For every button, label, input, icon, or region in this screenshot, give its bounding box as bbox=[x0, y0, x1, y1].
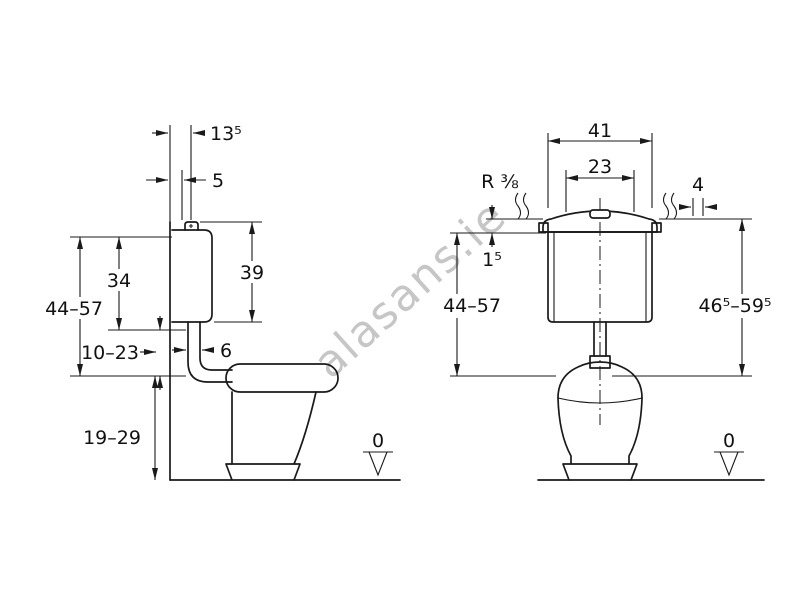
dim-install-height-range-front: 44–57 bbox=[434, 232, 556, 377]
dim-label: 39 bbox=[240, 262, 264, 284]
floor-datum-left: 0 bbox=[363, 430, 393, 477]
cistern-front-body bbox=[547, 231, 653, 323]
extension-lines bbox=[547, 133, 653, 208]
dim-label: 44–57 bbox=[45, 298, 103, 320]
toilet-right-side bbox=[628, 397, 643, 465]
dim-label: 41 bbox=[588, 120, 612, 142]
dim-button-depth: 5 bbox=[146, 170, 224, 220]
toilet-rim-seam bbox=[557, 397, 643, 404]
dim-cistern-body-height: 34 bbox=[102, 237, 186, 331]
dim-label: 23 bbox=[588, 156, 612, 178]
dim-side-offset: 4 bbox=[679, 174, 717, 216]
cistern-wall-lines bbox=[553, 232, 647, 322]
cistern-side-outline bbox=[171, 229, 213, 323]
dim-flush-bend-range: 10–23 bbox=[81, 316, 186, 390]
front-view: R ⅜ 41 23 4 bbox=[434, 120, 784, 481]
label-mask bbox=[237, 261, 267, 283]
label-mask bbox=[688, 294, 784, 318]
dim-label: 44–57 bbox=[443, 295, 501, 317]
extension-lines bbox=[450, 232, 556, 377]
dim-install-height-range: 44–57 bbox=[38, 236, 186, 377]
water-connection-icon-left bbox=[514, 192, 530, 220]
label-mask bbox=[38, 297, 112, 319]
dim-lid-height: 1⁵ bbox=[482, 205, 543, 271]
toilet-front-curve bbox=[293, 391, 317, 465]
connection-stub-left bbox=[538, 222, 549, 233]
datum-triangle-icon bbox=[719, 451, 739, 477]
flush-button-mark bbox=[189, 224, 193, 228]
flush-pipe-inner bbox=[199, 321, 233, 371]
toilet-bell-top bbox=[557, 361, 643, 399]
dim-flush-pipe-diameter: 6 bbox=[172, 340, 232, 362]
toilet-foot-side bbox=[225, 463, 301, 481]
dim-label: 19–29 bbox=[83, 427, 141, 449]
water-connection-icon-right bbox=[662, 192, 678, 220]
dim-label: 5 bbox=[212, 170, 224, 192]
floor-datum-right: 0 bbox=[714, 430, 744, 477]
pipe-collar bbox=[589, 355, 611, 369]
label-mask bbox=[434, 294, 510, 318]
toilet-rim-side bbox=[225, 363, 339, 393]
dim-cistern-width: 41 bbox=[547, 120, 653, 208]
extension-lines bbox=[612, 218, 752, 377]
dim-label: 6 bbox=[220, 340, 232, 362]
dim-label: 1⁵ bbox=[482, 249, 502, 271]
label-mask bbox=[102, 269, 136, 291]
dim-wall-to-button: 13⁵ bbox=[152, 123, 242, 220]
flush-pipe-outer bbox=[187, 321, 233, 383]
datum-label: 0 bbox=[372, 430, 384, 452]
watermark-text: alasans.ie bbox=[304, 190, 517, 389]
dim-label: 34 bbox=[107, 270, 131, 292]
dim-label: 13⁵ bbox=[210, 123, 242, 145]
dim-fixing-distance: 23 bbox=[565, 156, 635, 212]
toilet-foot-front bbox=[562, 463, 638, 481]
flush-button-side bbox=[184, 221, 199, 231]
extension-lines bbox=[70, 236, 186, 377]
dim-inlet-height-range: 19–29 bbox=[83, 376, 158, 480]
datum-label: 0 bbox=[723, 430, 735, 452]
toilet-left-side bbox=[557, 397, 572, 465]
dim-label: 46⁵–59⁵ bbox=[698, 295, 771, 317]
flush-pipe-front bbox=[593, 321, 607, 357]
datum-triangle-icon bbox=[368, 451, 388, 477]
flush-knob bbox=[589, 209, 611, 219]
dim-label: 4 bbox=[692, 174, 704, 196]
dim-label: 10–23 bbox=[81, 342, 139, 364]
dim-total-height-range: 46⁵–59⁵ bbox=[612, 218, 784, 377]
connection-stub-right bbox=[651, 222, 662, 233]
side-view: 13⁵ 5 39 34 44–57 bbox=[38, 123, 401, 481]
dim-cistern-height: 39 bbox=[200, 221, 267, 323]
extension-lines bbox=[692, 198, 704, 216]
water-connection-label: R ⅜ bbox=[481, 171, 519, 193]
